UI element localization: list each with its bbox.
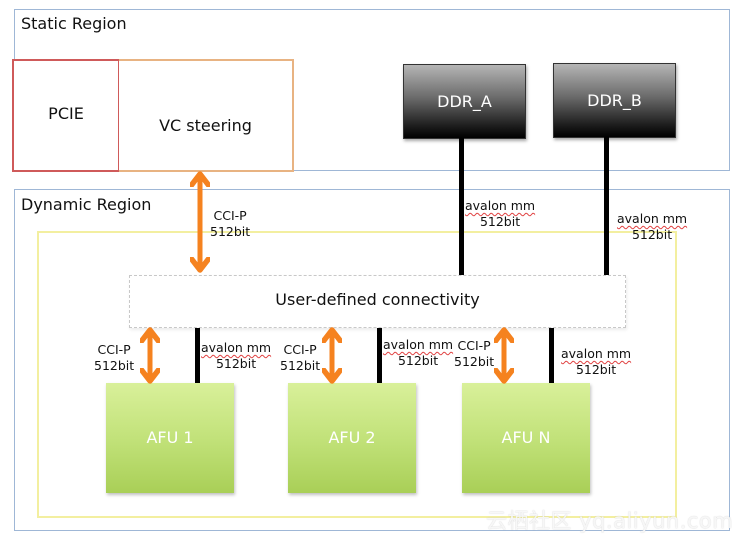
afun-avalon-line bbox=[549, 328, 554, 383]
afu-n-block: AFU N bbox=[462, 383, 590, 493]
label-line: 512bit bbox=[454, 354, 495, 369]
ddr-b-avalon-line bbox=[604, 137, 609, 275]
watermark: 云栖社区 yq.aliyun.com bbox=[486, 509, 734, 533]
connectivity-label: User-defined connectivity bbox=[275, 290, 480, 309]
dynamic-region: Dynamic Region bbox=[14, 189, 730, 531]
afu-1-block: AFU 1 bbox=[106, 383, 234, 493]
label-line: avalon mm bbox=[465, 198, 536, 213]
user-defined-connectivity-block: User-defined connectivity bbox=[129, 275, 626, 328]
afu2-avalon-line bbox=[377, 328, 382, 383]
dynamic-region-title: Dynamic Region bbox=[21, 195, 152, 214]
label-line: 512bit bbox=[575, 362, 617, 377]
label-line: CCI-P bbox=[213, 208, 247, 223]
label-line: 512bit bbox=[215, 356, 257, 371]
label-line: CCI-P bbox=[457, 338, 491, 353]
pcie-label: PCIE bbox=[48, 104, 84, 123]
ddr-b-block: DDR_B bbox=[553, 63, 676, 138]
ddr-a-avalon-line bbox=[459, 138, 464, 275]
pcie-block: PCIE bbox=[12, 59, 120, 172]
label-line: 512bit bbox=[631, 227, 673, 242]
top-ccip-label: CCI-P 512bit bbox=[210, 208, 250, 240]
afu-2-label: AFU 2 bbox=[328, 428, 376, 447]
afu-container bbox=[37, 231, 677, 518]
label-line: avalon mm bbox=[561, 346, 632, 361]
label-line: 512bit bbox=[479, 214, 521, 229]
static-region-title: Static Region bbox=[21, 14, 127, 33]
afu1-avalon-label: avalon mm 512bit bbox=[201, 340, 271, 372]
label-line: avalon mm bbox=[383, 337, 454, 352]
label-line: 512bit bbox=[280, 358, 321, 373]
ddr-a-label: DDR_A bbox=[437, 92, 492, 111]
afu-1-label: AFU 1 bbox=[146, 428, 194, 447]
label-line: avalon mm bbox=[617, 211, 688, 226]
afu-2-block: AFU 2 bbox=[288, 383, 416, 493]
afun-ccip-label: CCI-P 512bit bbox=[454, 338, 494, 370]
ddr-b-avalon-label: avalon mm 512bit bbox=[617, 211, 687, 243]
afu2-avalon-label: avalon mm 512bit bbox=[383, 337, 453, 369]
label-line: 512bit bbox=[210, 224, 251, 239]
afu-n-label: AFU N bbox=[501, 428, 551, 447]
ddr-a-avalon-label: avalon mm 512bit bbox=[465, 198, 535, 230]
afun-avalon-label: avalon mm 512bit bbox=[561, 346, 631, 378]
afu1-ccip-label: CCI-P 512bit bbox=[94, 342, 134, 374]
label-line: CCI-P bbox=[97, 342, 131, 357]
afu2-ccip-label: CCI-P 512bit bbox=[280, 342, 320, 374]
ddr-b-label: DDR_B bbox=[587, 91, 642, 110]
label-line: avalon mm bbox=[201, 340, 272, 355]
label-line: 512bit bbox=[94, 358, 135, 373]
ddr-a-block: DDR_A bbox=[403, 64, 526, 139]
vc-steering-label: VC steering bbox=[159, 116, 252, 135]
afu1-avalon-line bbox=[195, 328, 200, 383]
vc-steering-block: VC steering bbox=[119, 59, 294, 172]
label-line: 512bit bbox=[397, 353, 439, 368]
label-line: CCI-P bbox=[283, 342, 317, 357]
